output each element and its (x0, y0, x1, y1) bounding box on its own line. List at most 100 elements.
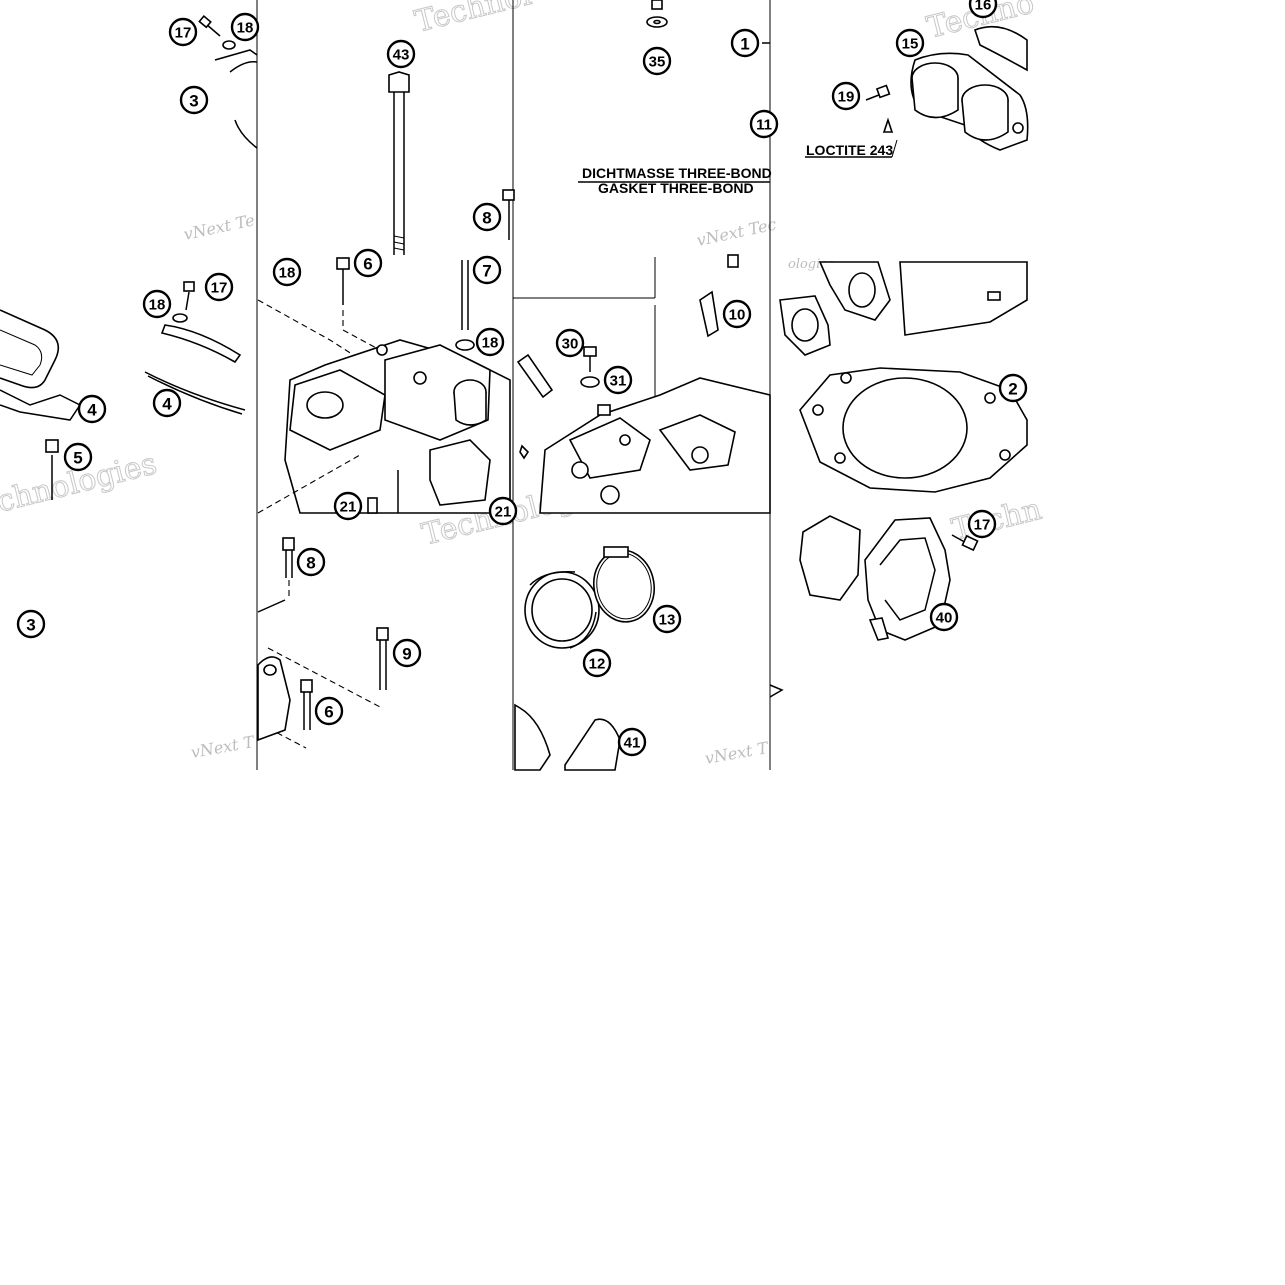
callout-circle (296, 547, 326, 577)
callout-label: 17 (175, 25, 192, 42)
callout-label: 41 (624, 735, 641, 752)
callout-11: 11 (749, 109, 779, 139)
callout-label: 30 (562, 336, 579, 353)
callout-circle (895, 28, 925, 58)
callout-label: 21 (495, 504, 512, 521)
callout-label: 43 (393, 47, 410, 64)
callout-15: 15 (895, 28, 925, 58)
callout-3: 3 (16, 609, 46, 639)
valve-cover-gasket-part (0, 281, 246, 500)
callout-circle (967, 509, 997, 539)
callout-label: 17 (211, 280, 228, 297)
callout-label: 16 (975, 0, 992, 14)
callout-circle (77, 394, 107, 424)
callout-16: 16 (968, 0, 998, 19)
watermark-technologies: Technol (411, 0, 534, 40)
callout-circle (63, 442, 93, 472)
callout-circle (333, 491, 363, 521)
callout-circle (652, 604, 682, 634)
callout-10: 10 (722, 299, 752, 329)
callout-6: 6 (353, 248, 383, 278)
callout-label: 6 (363, 255, 372, 274)
callout-21: 21 (488, 496, 518, 526)
note-gasket: GASKET THREE-BOND (598, 180, 754, 196)
callout-18: 18 (272, 257, 302, 287)
watermark-vnext: vNext Tec (695, 214, 778, 249)
callout-circle (488, 496, 518, 526)
callout-35: 35 (642, 46, 672, 76)
callout-label: 19 (838, 89, 855, 106)
callout-8: 8 (296, 547, 326, 577)
callout-label: 15 (902, 36, 919, 53)
callout-circle (998, 373, 1028, 403)
notes: DICHTMASSE THREE-BOND GASKET THREE-BOND … (582, 142, 893, 196)
callout-label: 1 (740, 35, 749, 54)
callout-2: 2 (998, 373, 1028, 403)
callout-circle (314, 696, 344, 726)
callout-5: 5 (63, 442, 93, 472)
callout-label: 8 (306, 554, 315, 573)
callout-circle (168, 17, 198, 47)
callout-circle (749, 109, 779, 139)
callout-7: 7 (472, 255, 502, 285)
callout-label: 6 (324, 703, 333, 722)
intake-boot-part (514, 546, 655, 771)
callout-label: 4 (87, 401, 97, 420)
callout-31: 31 (603, 365, 633, 395)
watermark-vnext: vNext T (189, 732, 256, 762)
callout-1: 1 (730, 28, 760, 58)
callout-4: 4 (152, 388, 182, 418)
callout-circle (722, 299, 752, 329)
callout-circle (603, 365, 633, 395)
washer-part (578, 0, 770, 183)
callout-circle (582, 648, 612, 678)
callout-8: 8 (472, 202, 502, 232)
callout-circle (204, 272, 234, 302)
callout-19: 19 (831, 81, 861, 111)
callout-circle (472, 202, 502, 232)
callout-9: 9 (392, 638, 422, 668)
callout-41: 41 (617, 727, 647, 757)
note-loctite: LOCTITE 243 (806, 142, 893, 158)
callout-label: 9 (402, 645, 411, 664)
head-gasket-part (779, 261, 1028, 493)
callout-label: 31 (610, 373, 627, 390)
callout-30: 30 (555, 328, 585, 358)
intake-flange-part (805, 25, 1029, 158)
callout-circle (617, 727, 647, 757)
callout-label: 11 (756, 117, 772, 134)
callout-17: 17 (168, 17, 198, 47)
callout-43: 43 (386, 39, 416, 69)
cylinder-head-bolt-part (388, 71, 515, 255)
callout-label: 18 (279, 265, 296, 282)
callout-label: 40 (936, 610, 953, 627)
callout-label: 35 (649, 54, 666, 71)
callout-circle (152, 388, 182, 418)
callout-label: 2 (1008, 380, 1017, 399)
callout-circle (968, 0, 998, 19)
callout-circle (929, 602, 959, 632)
callout-label: 18 (149, 297, 166, 314)
valve-train-part (516, 254, 771, 514)
callout-circle (475, 327, 505, 357)
callout-circle (16, 609, 46, 639)
cover-part (769, 515, 979, 698)
callout-label: 18 (237, 20, 254, 37)
watermark-vnext: vNext T (703, 738, 770, 768)
callout-18: 18 (475, 327, 505, 357)
callout-18: 18 (230, 12, 260, 42)
callout-circle (353, 248, 383, 278)
callout-circle (179, 85, 209, 115)
callout-circle (272, 257, 302, 287)
callout-circle (386, 39, 416, 69)
callout-17: 17 (204, 272, 234, 302)
callout-label: 8 (482, 209, 491, 228)
callout-label: 13 (659, 612, 676, 629)
watermark-technologies: Techn (948, 492, 1045, 548)
valve-cover-screw-part (198, 15, 258, 149)
callout-label: 12 (589, 656, 606, 673)
callout-4: 4 (77, 394, 107, 424)
callout-13: 13 (652, 604, 682, 634)
